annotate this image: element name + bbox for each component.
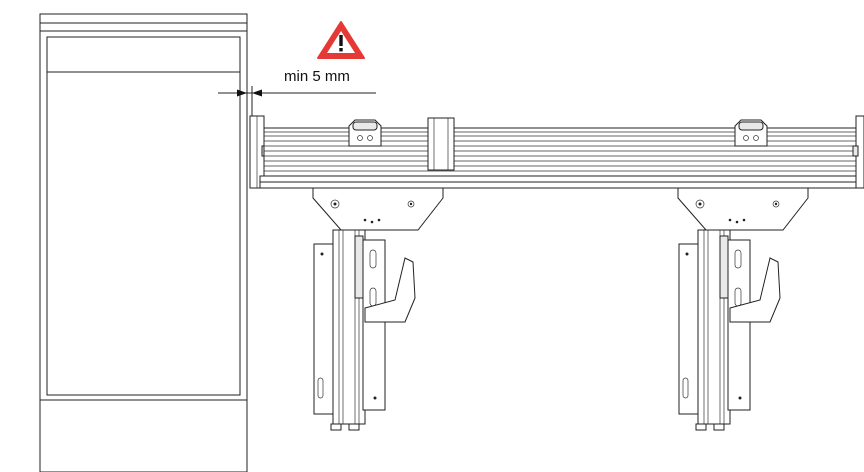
clearance-label: min 5 mm: [284, 68, 350, 85]
lift-mechanism-right: [677, 187, 809, 431]
rail-clip-right: [734, 119, 768, 147]
top-rail: [249, 115, 864, 189]
lift-mechanism-left: [312, 187, 444, 431]
cabinet-side-panel: [39, 13, 248, 472]
warning-triangle-icon: [317, 21, 365, 59]
rail-clip-left: [348, 119, 382, 147]
clearance-dimension: [218, 86, 376, 118]
